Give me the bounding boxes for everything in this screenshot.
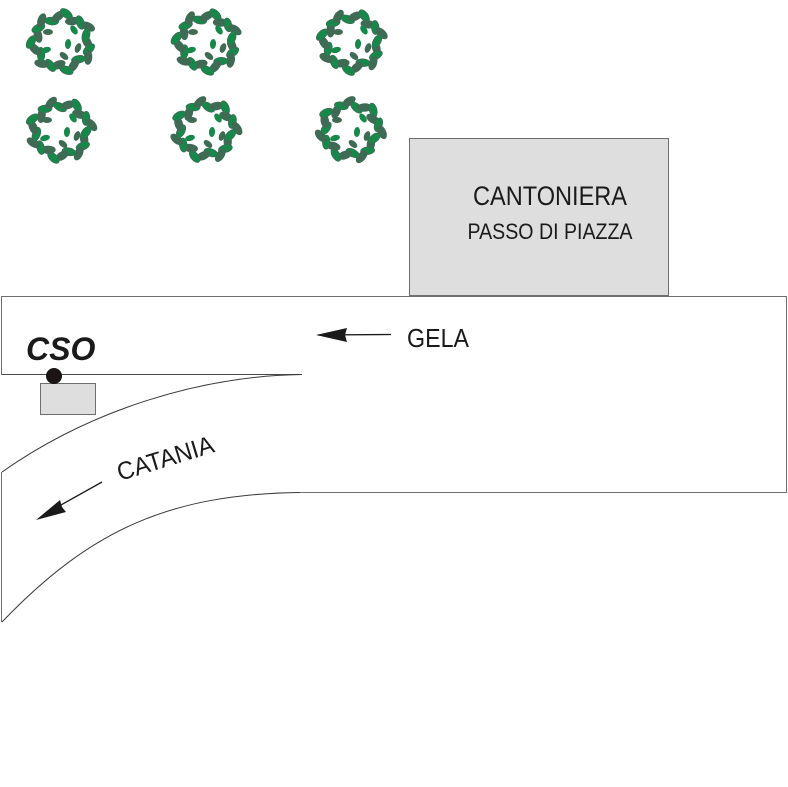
catania-label: CATANIA [114, 431, 218, 487]
tree-icon [315, 9, 388, 76]
catania-arrow-icon [36, 500, 66, 520]
tree-leaf [59, 52, 69, 60]
cso-label: CSO [26, 331, 95, 367]
tree-leaf [63, 127, 71, 137]
gela-label: GELA [407, 323, 470, 353]
tree-leaf [187, 117, 197, 123]
tree-leaf [363, 131, 371, 141]
tree-leaf [371, 34, 383, 49]
tree-icon [25, 96, 98, 164]
tree-leaf [74, 43, 82, 53]
tree-leaf [43, 29, 53, 35]
trees-group [25, 8, 388, 164]
tree-leaf [41, 46, 51, 54]
building-subtitle: PASSO DI PIAZZA [468, 219, 633, 244]
tree-icon [170, 96, 243, 163]
tree-leaf [332, 117, 342, 123]
tree-leaf [42, 117, 52, 123]
tree-leaf [70, 25, 78, 35]
tree-leaf [185, 134, 195, 142]
tree-leaf [69, 113, 77, 123]
building-rect [409, 138, 669, 296]
tree-leaf [218, 131, 226, 141]
cso-marker-icon [46, 368, 62, 384]
tree-icon [314, 96, 387, 164]
tree-leaf [353, 127, 361, 137]
tree-leaf [333, 29, 343, 35]
tree-leaf [224, 129, 237, 142]
cso-station: CSO [26, 331, 96, 415]
tree-leaf [80, 125, 92, 139]
tree-leaf [81, 28, 91, 43]
branch-road [1, 374, 303, 623]
gela-direction: GELA [316, 323, 470, 353]
tree-leaf [348, 140, 358, 148]
tree-leaf [64, 39, 72, 49]
branch-road-upper-edge [1, 374, 303, 473]
tree-leaf [214, 113, 222, 123]
tree-leaf [364, 43, 372, 53]
tree-leaf [58, 140, 68, 148]
building-title: CANTONIERA [473, 181, 627, 211]
tree-icon [170, 8, 242, 76]
tree-leaf [219, 43, 227, 53]
tree-leaf [203, 140, 213, 148]
tree-leaf [215, 25, 223, 35]
cantoniera-building: CANTONIERA PASSO DI PIAZZA [409, 138, 669, 296]
road-outline-main [1, 296, 787, 493]
tree-leaf [331, 46, 341, 54]
tree-leaf [354, 39, 362, 49]
tree-leaf [360, 25, 368, 35]
tree-leaf [368, 132, 381, 144]
tree-leaf [226, 31, 237, 46]
tree-leaf [186, 46, 196, 54]
branch-road-lower-edge [1, 492, 301, 623]
tree-leaf [40, 134, 50, 142]
tree-leaf [204, 52, 214, 60]
catania-direction: CATANIA [36, 431, 218, 520]
gela-arrow-icon [316, 328, 347, 342]
tree-leaf [209, 39, 217, 49]
tree-leaf [359, 113, 367, 123]
tree-leaf [73, 131, 81, 141]
tree-leaf [188, 29, 198, 35]
tree-icon [25, 8, 96, 75]
cso-cabinet [40, 383, 96, 415]
tree-leaf [330, 134, 340, 142]
tree-leaf [349, 52, 359, 60]
tree-leaf [208, 127, 216, 137]
